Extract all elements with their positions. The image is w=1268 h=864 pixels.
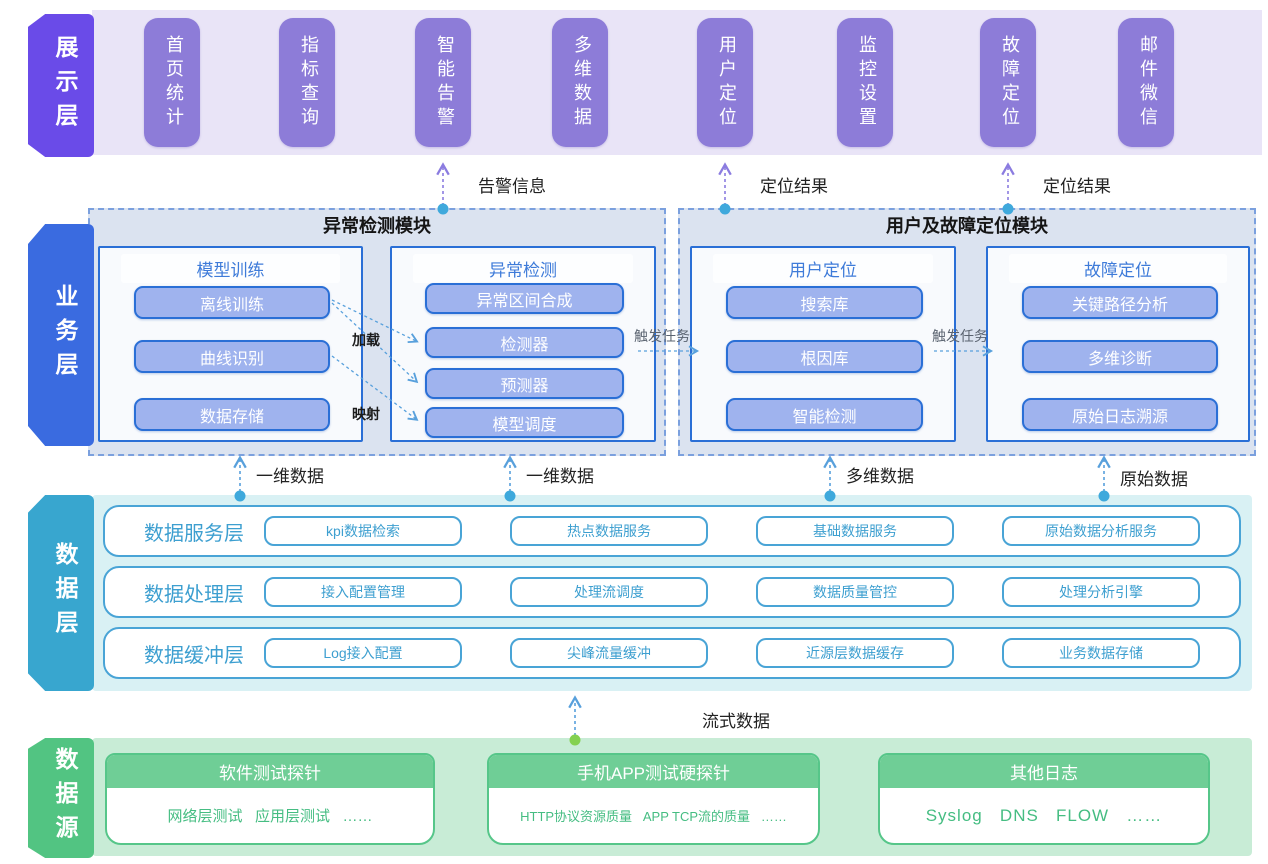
pill-label: 邮件微信 [1138,34,1158,131]
pill-stream-scheduling: 处理流调度 [510,577,708,607]
presentation-pill-fault-locate: 故障定位 [980,18,1036,147]
pill-raw-log-trace: 原始日志溯源 [1022,398,1218,431]
module-anomaly-detection-title: 异常检测模块 [323,216,431,236]
source-box-software-probe: 软件测试探针 网络层测试 应用层测试 …… [105,753,435,845]
pill-label: 首页统计 [164,34,184,131]
flow-label-one-dim-1: 一维数据 [256,467,324,487]
pill-smart-detect: 智能检测 [726,398,923,431]
pill-label: 故障定位 [1000,34,1020,131]
flow-label-multi-dim: 多维数据 [846,467,914,487]
flow-label-locate-result-2: 定位结果 [1043,177,1111,197]
pill-multidim-diagnosis: 多维诊断 [1022,340,1218,373]
data-layer-tab: 数据层 [28,495,94,691]
data-row-service-title: 数据服务层 [144,522,244,545]
presentation-layer-label: 展示层 [52,34,78,137]
data-layer-label: 数据层 [52,542,78,644]
group-fault-locate: 故障定位 关键路径分析 多维诊断 原始日志溯源 [986,246,1250,442]
source-box-app-hard-probe-title: 手机APP测试硬探针 [489,755,818,788]
pill-label: 用户定位 [717,34,737,131]
source-box-other-logs-body: Syslog DNS FLOW …… [925,805,1163,825]
module-user-fault-location-title: 用户及故障定位模块 [886,216,1048,236]
pill-business-data-storage: 业务数据存储 [1002,638,1200,668]
flow-label-alert-info: 告警信息 [478,177,546,197]
presentation-layer-tab: 展示层 [28,14,94,157]
pill-near-source-cache: 近源层数据缓存 [756,638,954,668]
pill-label: 智能告警 [435,34,455,131]
business-layer-label: 业务层 [52,284,78,386]
presentation-pill-multidim-data: 多维数据 [552,18,608,147]
presentation-layer-band [92,10,1262,155]
source-box-other-logs: 其他日志 Syslog DNS FLOW …… [878,753,1210,845]
pill-root-cause-library: 根因库 [726,340,923,373]
pill-predictor: 预测器 [425,368,624,399]
trigger-label-1: 触发任务 [634,329,690,345]
flow-label-stream-data: 流式数据 [702,712,770,732]
pill-curve-recognition: 曲线识别 [134,340,330,373]
pill-data-storage: 数据存储 [134,398,330,431]
data-row-processing: 数据处理层 接入配置管理 处理流调度 数据质量管控 处理分析引擎 [103,566,1241,618]
group-anomaly-detect-title: 异常检测 [412,254,634,283]
pill-search-library: 搜索库 [726,286,923,319]
pill-basic-data-service: 基础数据服务 [756,516,954,546]
pill-label: 指标查询 [299,34,319,131]
group-model-training-title: 模型训练 [120,254,341,283]
pill-model-scheduling: 模型调度 [425,407,624,438]
edge-label-load: 加载 [352,332,380,348]
group-user-locate-title: 用户定位 [712,254,934,283]
presentation-pill-mail-wechat: 邮件微信 [1118,18,1174,147]
flow-label-locate-result-1: 定位结果 [760,177,828,197]
source-layer-label: 数据源 [52,747,78,849]
pill-critical-path-analysis: 关键路径分析 [1022,286,1218,319]
source-box-other-logs-title: 其他日志 [880,755,1208,788]
pill-hot-data-service: 热点数据服务 [510,516,708,546]
edge-label-map: 映射 [352,406,380,422]
presentation-pill-smart-alert: 智能告警 [415,18,471,147]
pill-data-quality-control: 数据质量管控 [756,577,954,607]
trigger-label-2: 触发任务 [932,329,988,345]
presentation-pill-home-stats: 首页统计 [144,18,200,147]
pill-log-access-config: Log接入配置 [264,638,462,668]
flow-label-one-dim-2: 一维数据 [526,467,594,487]
pill-anomaly-interval-synthesis: 异常区间合成 [425,283,624,314]
source-box-software-probe-title: 软件测试探针 [107,755,433,788]
pill-kpi-data-search: kpi数据检索 [264,516,462,546]
pill-label: 监控设置 [857,34,877,131]
pill-access-config-mgmt: 接入配置管理 [264,577,462,607]
source-box-software-probe-body: 网络层测试 应用层测试 …… [167,808,373,825]
pill-raw-data-analysis-service: 原始数据分析服务 [1002,516,1200,546]
pill-peak-traffic-buffer: 尖峰流量缓冲 [510,638,708,668]
flow-label-raw-data: 原始数据 [1120,470,1188,490]
pill-processing-analysis-engine: 处理分析引擎 [1002,577,1200,607]
source-layer-tab: 数据源 [28,738,94,858]
source-box-app-hard-probe-body: HTTP协议资源质量 APP TCP流的质量 …… [520,809,787,824]
business-layer-tab: 业务层 [28,224,94,446]
pill-detector: 检测器 [425,327,624,358]
pill-label: 多维数据 [572,34,592,131]
group-model-training: 模型训练 离线训练 曲线识别 数据存储 [98,246,363,442]
group-user-locate: 用户定位 搜索库 根因库 智能检测 [690,246,956,442]
presentation-pill-metric-query: 指标查询 [279,18,335,147]
data-row-buffer-title: 数据缓冲层 [144,644,244,667]
data-row-service: 数据服务层 kpi数据检索 热点数据服务 基础数据服务 原始数据分析服务 [103,505,1241,557]
group-fault-locate-title: 故障定位 [1008,254,1228,283]
source-box-app-hard-probe: 手机APP测试硬探针 HTTP协议资源质量 APP TCP流的质量 …… [487,753,820,845]
presentation-pill-user-locate: 用户定位 [697,18,753,147]
data-row-buffer: 数据缓冲层 Log接入配置 尖峰流量缓冲 近源层数据缓存 业务数据存储 [103,627,1241,679]
data-row-processing-title: 数据处理层 [144,583,244,606]
pill-offline-training: 离线训练 [134,286,330,319]
presentation-pill-monitor-settings: 监控设置 [837,18,893,147]
group-anomaly-detect: 异常检测 异常区间合成 检测器 预测器 模型调度 [390,246,656,442]
